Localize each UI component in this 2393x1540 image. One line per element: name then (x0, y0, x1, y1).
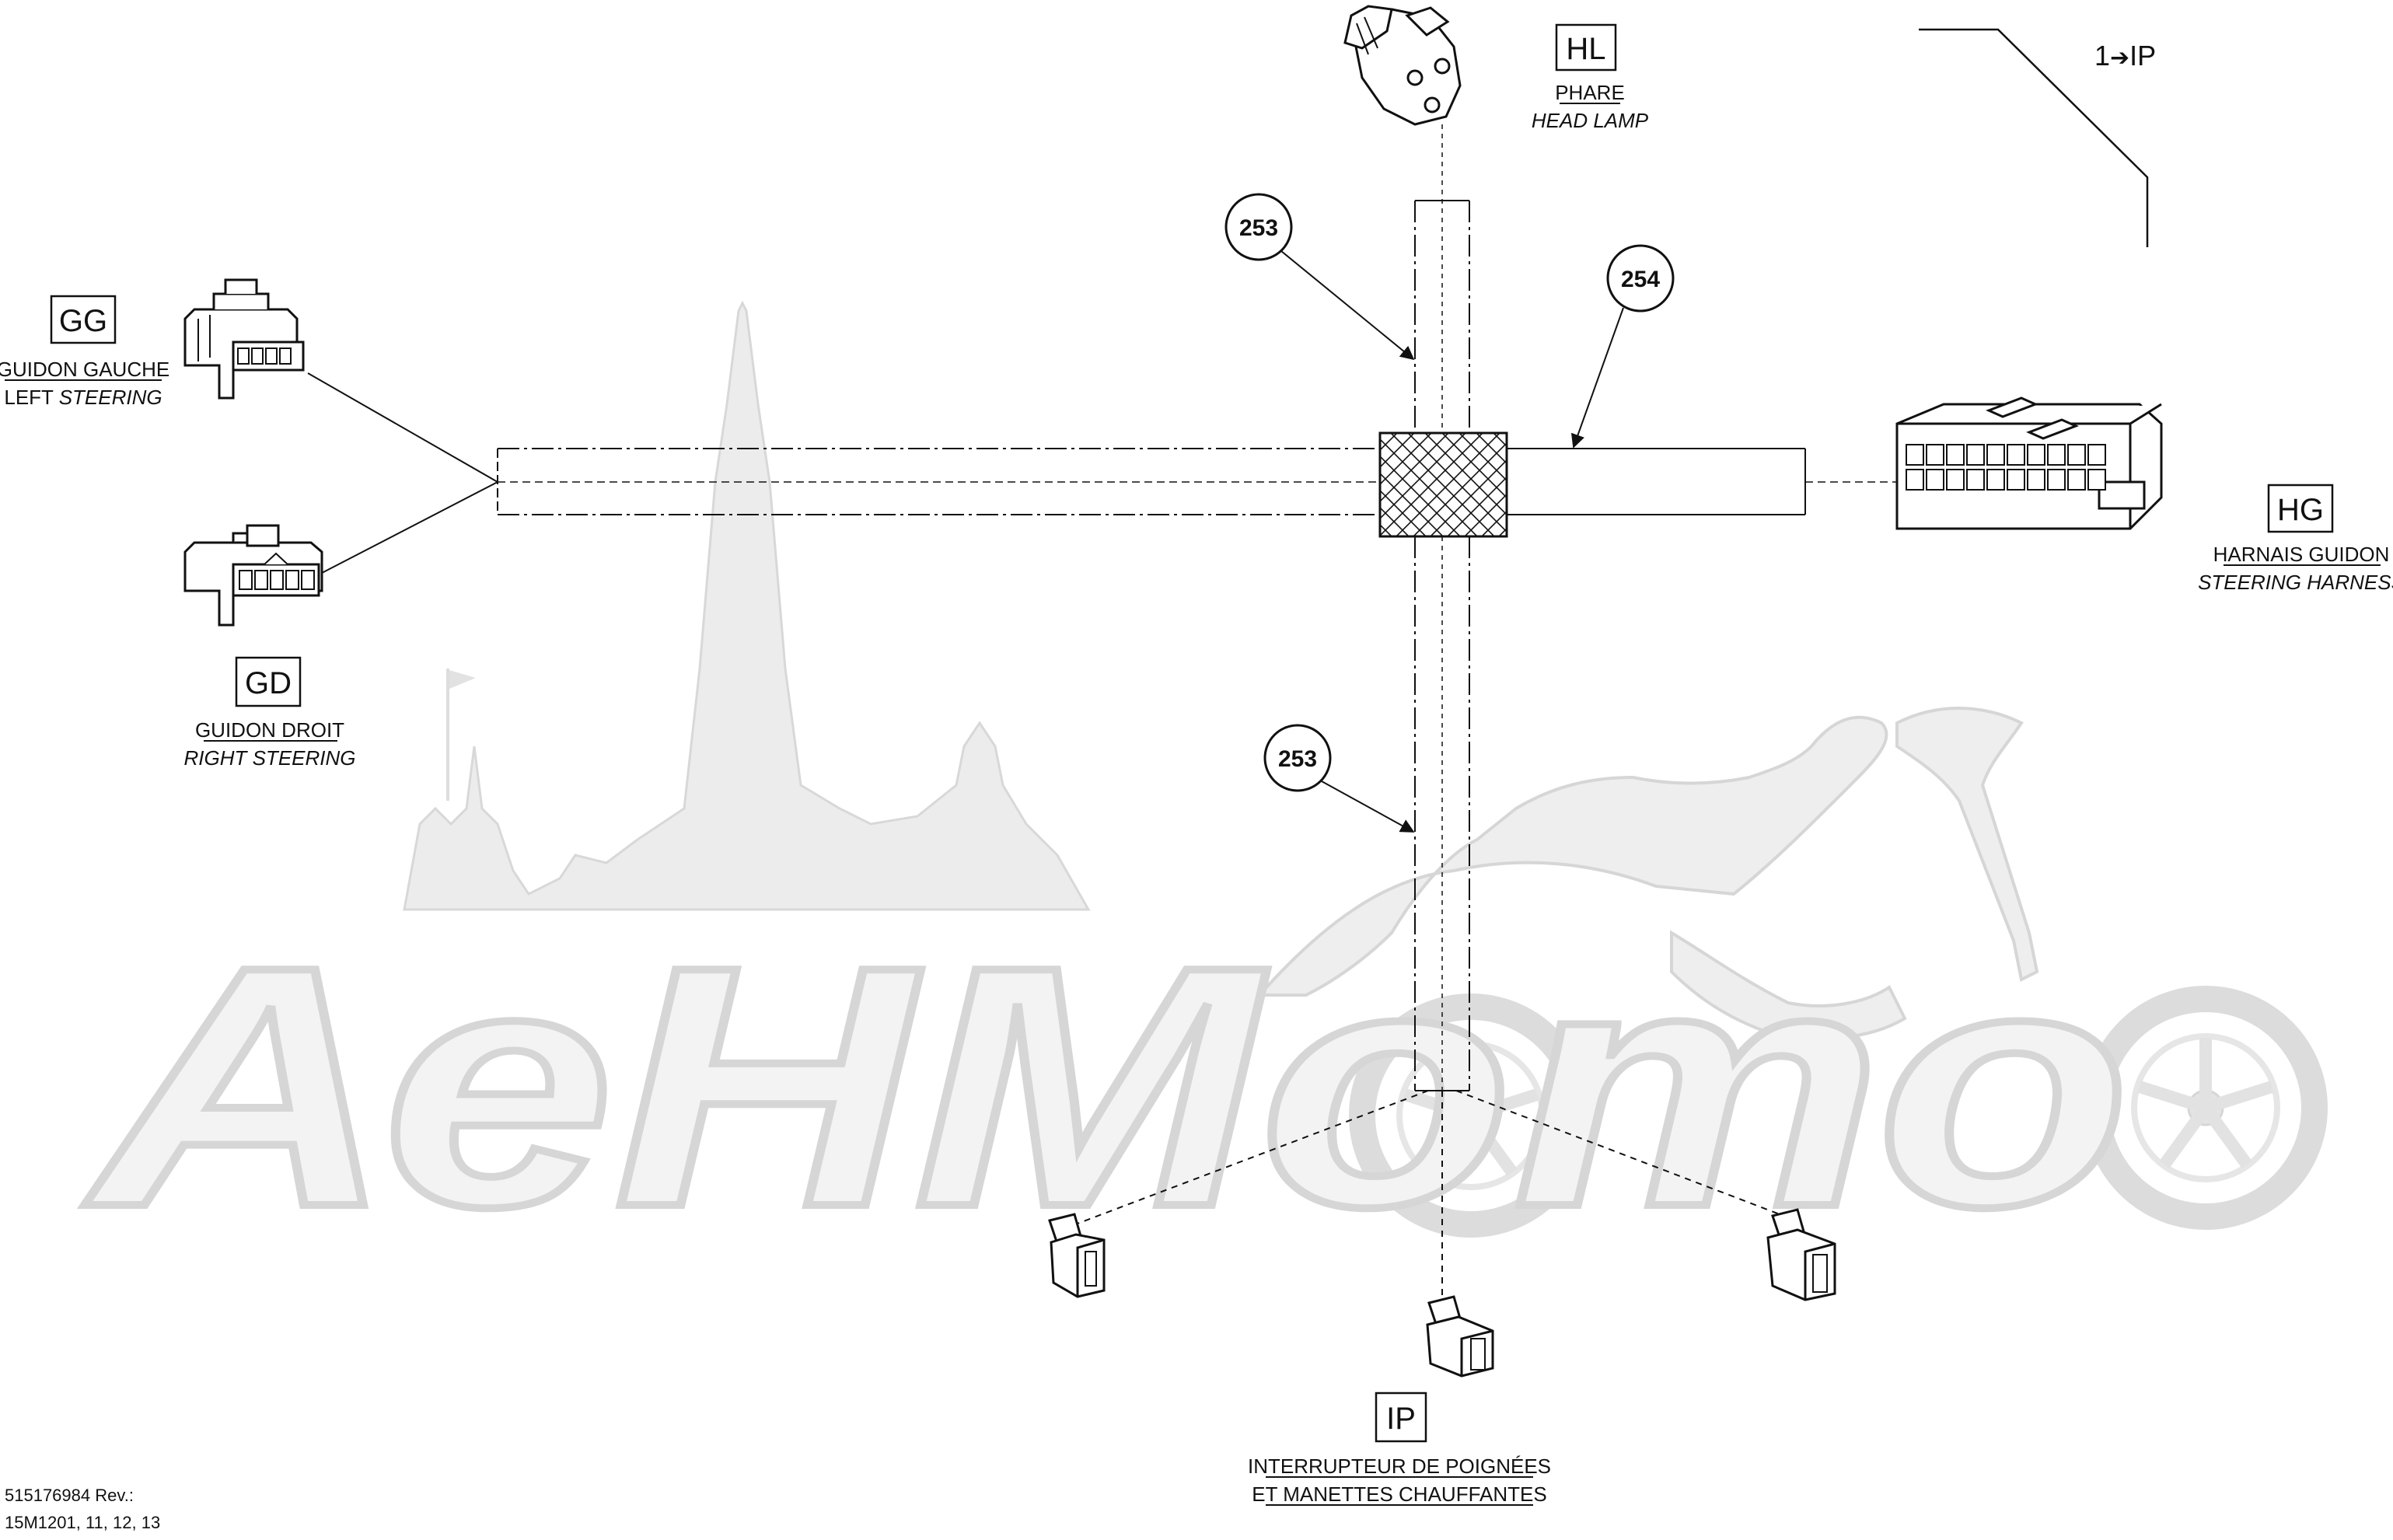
footer: 515176984 Rev.: 15M1201, 11, 12, 13 (5, 1486, 160, 1532)
heated-grips-name-line1: INTERRUPTEUR DE POIGNÉES (1248, 1454, 1551, 1478)
harness (307, 28, 2149, 1298)
reference-arrow: ➔ (2110, 45, 2129, 71)
callout-right-254-text: 254 (1621, 267, 1660, 292)
harness-right-branch (1507, 448, 1897, 515)
watermark-front-spokes (2137, 1038, 2274, 1168)
heated-grip-terminal-center[interactable] (1426, 1295, 1494, 1378)
watermark-rear-spokes (1403, 1046, 1539, 1176)
steering-harness-label: HG HARNAIS GUIDON STEERING HARNESS (2198, 484, 2393, 594)
left-steering-name-en-plain: LEFT (4, 386, 58, 409)
heated-grips-label: IP INTERRUPTEUR DE POIGNÉES ET MANETTES … (1248, 1392, 1551, 1506)
callout-right-254[interactable]: 254 (1570, 244, 1675, 449)
heated-grip-terminal-right[interactable] (1766, 1208, 1836, 1301)
footer-models: 15M1201, 11, 12, 13 (5, 1513, 160, 1532)
right-steering-name-en: RIGHT STEERING (183, 746, 355, 770)
right-steering-connector[interactable] (183, 524, 323, 627)
heated-grip-terminal-left[interactable] (1048, 1213, 1106, 1298)
steering-harness-connector[interactable] (1895, 396, 2163, 530)
right-steering-label: GD GUIDON DROIT RIGHT STEERING (183, 656, 356, 770)
headlamp-name-en: HEAD LAMP (1532, 109, 1649, 132)
svg-text:1➔IP: 1➔IP (2094, 40, 2156, 72)
right-steering-name-fr: GUIDON DROIT (195, 718, 344, 742)
callout-lower-253[interactable]: 253 (1263, 724, 1415, 833)
heated-grips-code: IP (1386, 1402, 1416, 1436)
footer-part-number: 515176984 Rev.: (5, 1486, 134, 1505)
callout-lower-253-text: 253 (1278, 746, 1317, 772)
leader-gd (321, 481, 498, 574)
headlamp-name-fr: PHARE (1555, 81, 1625, 104)
harness-horizontal-branch (497, 448, 1380, 515)
callout-upper-253-text: 253 (1239, 215, 1278, 241)
headlamp-code: HL (1566, 32, 1605, 66)
headlamp-code-box (1555, 23, 1617, 72)
harness-upper-branch (1414, 124, 1470, 433)
left-steering-label: GG GUIDON GAUCHE LEFT STEERING (0, 295, 169, 409)
callout-upper-253[interactable]: 253 (1224, 193, 1415, 361)
reference-bracket (1919, 28, 2149, 247)
callouts: 253 254 253 (1224, 193, 1675, 833)
steering-harness-code-box (2267, 484, 2334, 533)
right-steering-code: GD (245, 666, 292, 700)
steering-harness-name-fr: HARNAIS GUIDON (2213, 543, 2390, 566)
left-steering-name-fr: GUIDON GAUCHE (0, 358, 169, 381)
left-steering-name-en-italic: STEERING (59, 386, 162, 409)
watermark-skyline (403, 300, 1091, 911)
left-steering-code: GG (59, 304, 107, 338)
right-steering-code-box (235, 656, 302, 707)
watermark-front-wheel (2084, 986, 2328, 1230)
headlamp-label: HL PHARE HEAD LAMP (1532, 23, 1649, 132)
left-steering-code-box (50, 295, 117, 344)
watermark-motorcycle (1256, 707, 2039, 1040)
watermark-text: АеНМото (80, 896, 2130, 1278)
harness-junction (1378, 431, 1508, 538)
heated-grips-code-box (1375, 1392, 1427, 1443)
left-steering-name-en: LEFT STEERING (4, 386, 162, 409)
steering-harness-name-en: STEERING HARNESS (2198, 571, 2393, 594)
heated-grips-name-line2: ET MANETTES CHAUFFANTES (1252, 1482, 1546, 1506)
steering-harness-code: HG (2277, 493, 2324, 527)
left-steering-connector[interactable] (183, 278, 305, 400)
reference-qty: 1 (2094, 40, 2110, 72)
harness-terminal-leads (1064, 1090, 1797, 1298)
reference-target: IP (2129, 40, 2156, 72)
headlamp-connector[interactable] (1343, 5, 1462, 126)
leader-gg (307, 372, 498, 483)
reference-label: 1➔IP (2094, 40, 2156, 72)
